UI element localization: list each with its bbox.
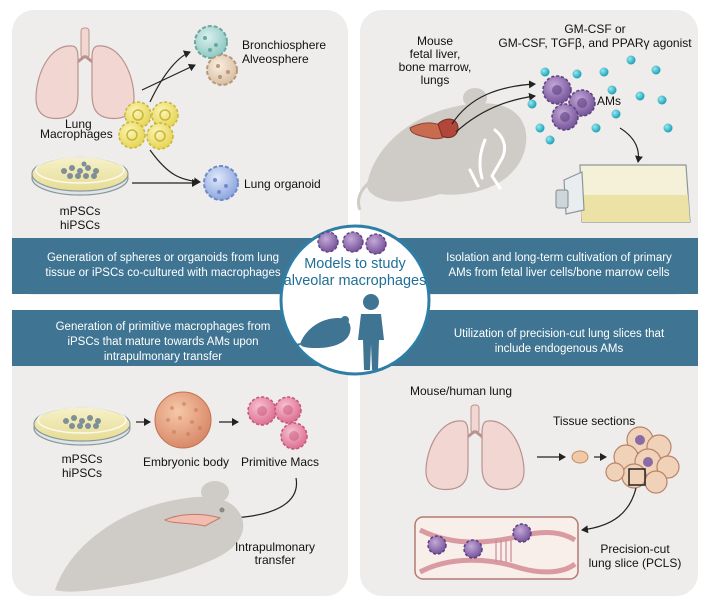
arrows-top-left [132,50,201,187]
alveolar-macrophage-cluster [542,75,596,131]
band-text-bottom-left-1: Generation of primitive macrophages from [55,321,271,333]
label-tissue-sections: Tissue sections [553,414,636,428]
petri-dish-icon-2 [33,406,131,446]
petri-dish-icon [31,156,129,196]
label-bronchiosphere: Bronchiosphere [242,38,327,52]
culture-flask-icon [555,164,691,223]
lung-icon-2 [425,404,525,491]
label-source-4: lungs [420,73,450,87]
label-pcls-1: Precision-cut [600,542,670,556]
lung-icon [35,27,135,120]
band-text-bottom-right-2: include endogenous AMs [494,343,624,355]
label-macrophages: Macrophages [40,127,113,141]
label-source-1: Mouse [416,34,454,48]
label-factors-2: GM-CSF, TGFβ, and PPARγ agonist [498,36,692,50]
pcls-slice-icon [414,516,579,580]
label-lung: Lung [65,117,92,131]
macrophage-cluster-yellow [118,101,179,150]
band-text-top-right-1: Isolation and long-term cultivation of p… [446,252,672,264]
label-primitive-macs: Primitive Macs [240,455,319,469]
label-lung-organoid: Lung organoid [244,177,321,191]
primitive-macrophage-cluster [247,396,308,450]
band-text-top-left-2: tissue or iPSCs co-cultured with macroph… [45,267,281,279]
embryonic-body-icon [154,391,212,449]
label-factors-1: GM-CSF or [564,22,626,36]
bronchiosphere-icon [194,25,228,59]
tissue-section-icon [571,450,589,464]
label-embryonic-body: Embryonic body [142,455,230,469]
mouse-icon [356,88,527,211]
label-hipscs-top: hiPSCs [59,218,100,232]
band-text-bottom-left-2: iPSCs that mature towards AMs upon [67,336,259,348]
center-model-circle [279,224,431,376]
label-alveosphere: Alveosphere [242,52,309,66]
label-pcls-2: lung slice (PCLS) [588,556,682,570]
center-title-1: Models to study [304,256,406,272]
panel-bottom-left [12,310,348,596]
mouse-organs-icon [409,118,459,140]
label-hipscs-bottom: hiPSCs [61,466,102,480]
band-text-bottom-right-1: Utilization of precision-cut lung slices… [453,328,665,340]
growth-factor-droplets [527,55,673,145]
label-source-2: fetal liver, [409,47,461,61]
label-transfer-2: transfer [254,553,296,567]
alveoli-cluster-icon [605,426,680,494]
label-transfer-1: Intrapulmonary [234,540,316,554]
center-title-2: alveolar macrophages [283,273,427,289]
mouse-icon-2 [55,481,244,592]
lung-organoid-icon [203,165,239,201]
mouse-skeleton-icon [468,128,507,190]
arrows-bottom-right [537,453,637,534]
band-text-bottom-left-3: intrapulmonary transfer [103,351,223,363]
label-mouse-human-lung: Mouse/human lung [410,384,513,398]
label-source-3: bone marrow, [398,60,472,74]
panel-top-right [360,10,698,295]
label-mpscs-bottom: mPSCs [61,452,103,466]
alveosphere-icon [206,54,238,86]
arrows-top-right [451,80,643,163]
band-text-top-left-1: Generation of spheres or organoids from … [46,252,280,264]
band-text-top-right-2: AMs from fetal liver cells/bone marrow c… [448,267,670,279]
label-mpscs-top: mPSCs [59,204,101,218]
label-ams: AMs [597,94,621,108]
